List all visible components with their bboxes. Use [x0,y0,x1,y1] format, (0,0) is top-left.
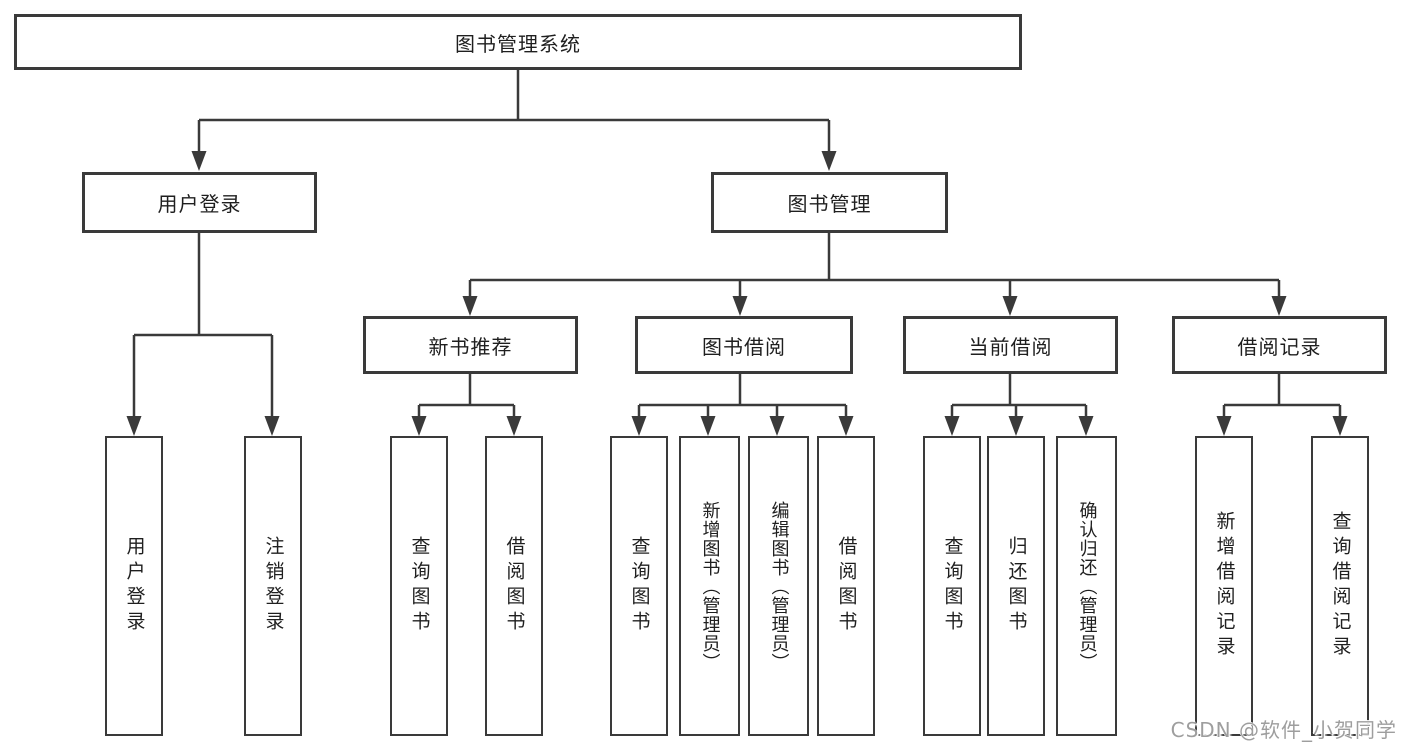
leaf-add-borrow-record-label: 新增借阅记录 [1213,511,1236,661]
leaf-query-borrow-record-label: 查询借阅记录 [1329,511,1352,661]
node-user-login: 用户登录 [82,172,317,233]
node-user-login-label: 用户登录 [157,192,242,216]
connector-path [132,68,1342,419]
leaf-user-login: 用户登录 [105,436,163,736]
leaf-newbook-borrow-books: 借阅图书 [485,436,543,736]
node-book-borrowing: 图书借阅 [635,316,853,374]
leaf-borrow-query-books: 查询图书 [610,436,668,736]
leaf-current-query-books: 查询图书 [923,436,981,736]
leaf-add-books-admin: 新增图书（管理员） [679,436,740,736]
leaf-edit-books-admin: 编辑图书（管理员） [748,436,809,736]
node-current-borrowing-label: 当前借阅 [968,334,1053,359]
leaf-edit-books-admin-label: 编辑图书（管理员） [768,500,790,672]
leaf-newbook-query-books-label: 查询图书 [408,536,431,636]
leaf-logout-label: 注销登录 [262,536,285,636]
node-current-borrowing: 当前借阅 [903,316,1118,374]
leaf-logout: 注销登录 [244,436,302,736]
node-borrowing-records: 借阅记录 [1172,316,1387,374]
leaf-newbook-query-books: 查询图书 [390,436,448,736]
leaf-add-borrow-record: 新增借阅记录 [1195,436,1253,736]
node-book-borrowing-label: 图书借阅 [702,334,786,359]
leaf-borrow-borrow-books-label: 借阅图书 [835,536,858,636]
arrowhead-icons [126,151,1348,436]
leaf-newbook-borrow-books-label: 借阅图书 [503,536,526,636]
node-new-book-recommend: 新书推荐 [363,316,578,374]
leaf-confirm-return-admin: 确认归还（管理员） [1056,436,1117,736]
leaf-current-query-books-label: 查询图书 [941,536,964,636]
node-book-management-label: 图书管理 [787,192,872,216]
node-library-system: 图书管理系统 [14,14,1022,70]
leaf-return-books-label: 归还图书 [1005,536,1028,636]
node-borrowing-records-label: 借阅记录 [1237,334,1322,359]
csdn-watermark: CSDN @软件_小贺同学 [1170,718,1397,742]
node-library-system-label: 图书管理系统 [455,31,581,56]
leaf-borrow-borrow-books: 借阅图书 [817,436,875,736]
node-book-management: 图书管理 [711,172,948,233]
leaf-query-borrow-record: 查询借阅记录 [1311,436,1369,736]
leaf-borrow-query-books-label: 查询图书 [628,536,651,636]
leaf-user-login-label: 用户登录 [123,536,146,636]
leaf-confirm-return-admin-label: 确认归还（管理员） [1076,500,1098,672]
node-new-book-recommend-label: 新书推荐 [428,334,513,359]
leaf-add-books-admin-label: 新增图书（管理员） [699,500,721,672]
leaf-return-books: 归还图书 [987,436,1045,736]
